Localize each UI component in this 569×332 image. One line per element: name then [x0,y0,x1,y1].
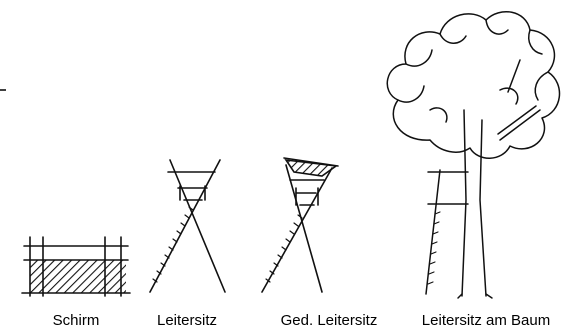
tree-crown [386,11,561,159]
leitersitz-am-baum-drawing [386,11,561,299]
schirm-drawing [21,236,131,297]
caption-ged-leitersitz: Ged. Leitersitz [280,312,378,329]
caption-leitersitz-am-baum: Leitersitz am Baum [421,312,551,329]
ged-leitersitz-ladder-rungs [265,214,303,283]
leitersitz-ladder-rungs [152,206,194,283]
tree-trunk [461,109,467,297]
ged-leitersitz-drawing [261,157,339,293]
leitersitz-drawing [149,159,226,293]
schirm-hatched-panel [30,260,126,293]
caption-leitersitz: Leitersitz [156,312,218,329]
tree-ladder [425,169,441,295]
caption-schirm: Schirm [52,312,100,329]
